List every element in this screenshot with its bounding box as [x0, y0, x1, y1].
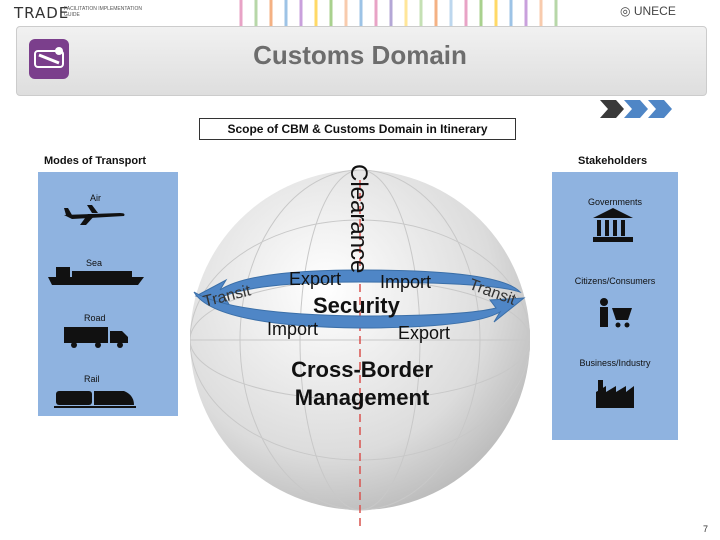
modes-heading: Modes of Transport: [44, 155, 147, 167]
decorative-stripes: [239, 0, 558, 26]
label-export-bottom: Export: [398, 323, 451, 343]
scope-box: Scope of CBM & Customs Domain in Itinera…: [199, 118, 516, 140]
page-number: 7: [703, 524, 709, 534]
modes-of-transport-panel: [38, 172, 178, 416]
label-clearance: Clearance: [345, 164, 372, 274]
header-panel: [16, 26, 707, 96]
un-emblem-icon: ◎: [620, 4, 634, 18]
tool-icon: [29, 39, 69, 79]
label-import-bottom: Import: [267, 319, 319, 339]
unece-logo: ◎ UNECE: [620, 4, 676, 18]
label-export-top: Export: [289, 269, 342, 289]
stakeholder-label-citizens: Citizens/Consumers: [574, 276, 656, 286]
train-icon: [54, 391, 136, 408]
airplane-icon: [64, 205, 125, 225]
ship-icon: [48, 267, 144, 285]
government-building-icon: [593, 208, 633, 242]
mode-label-rail: Rail: [84, 374, 100, 384]
mode-label-road: Road: [84, 313, 106, 323]
page-title: Customs Domain: [253, 40, 467, 70]
stakeholders-heading: Stakeholders: [578, 155, 648, 167]
trade-logo-subtitle: FACILITATION IMPLEMENTATION GUIDE: [64, 6, 142, 18]
stakeholder-label-business: Business/Industry: [579, 358, 651, 368]
progress-chevrons-icon: [600, 100, 672, 118]
cross-border-line2: Management: [294, 385, 430, 410]
stakeholder-label-governments: Governments: [587, 197, 643, 207]
label-security: Security: [313, 293, 400, 318]
label-cross-border-management: Cross-Border Management: [262, 356, 462, 412]
globe-graphic: [190, 169, 530, 530]
truck-icon: [64, 327, 128, 348]
mode-label-air: Air: [90, 193, 101, 203]
trade-logo: TRADE: [14, 4, 70, 22]
shopper-cart-icon: [600, 298, 632, 328]
cross-border-line1: Cross-Border: [291, 357, 433, 382]
factory-icon: [596, 380, 634, 408]
label-import-top: Import: [380, 272, 432, 292]
mode-label-sea: Sea: [86, 258, 103, 268]
